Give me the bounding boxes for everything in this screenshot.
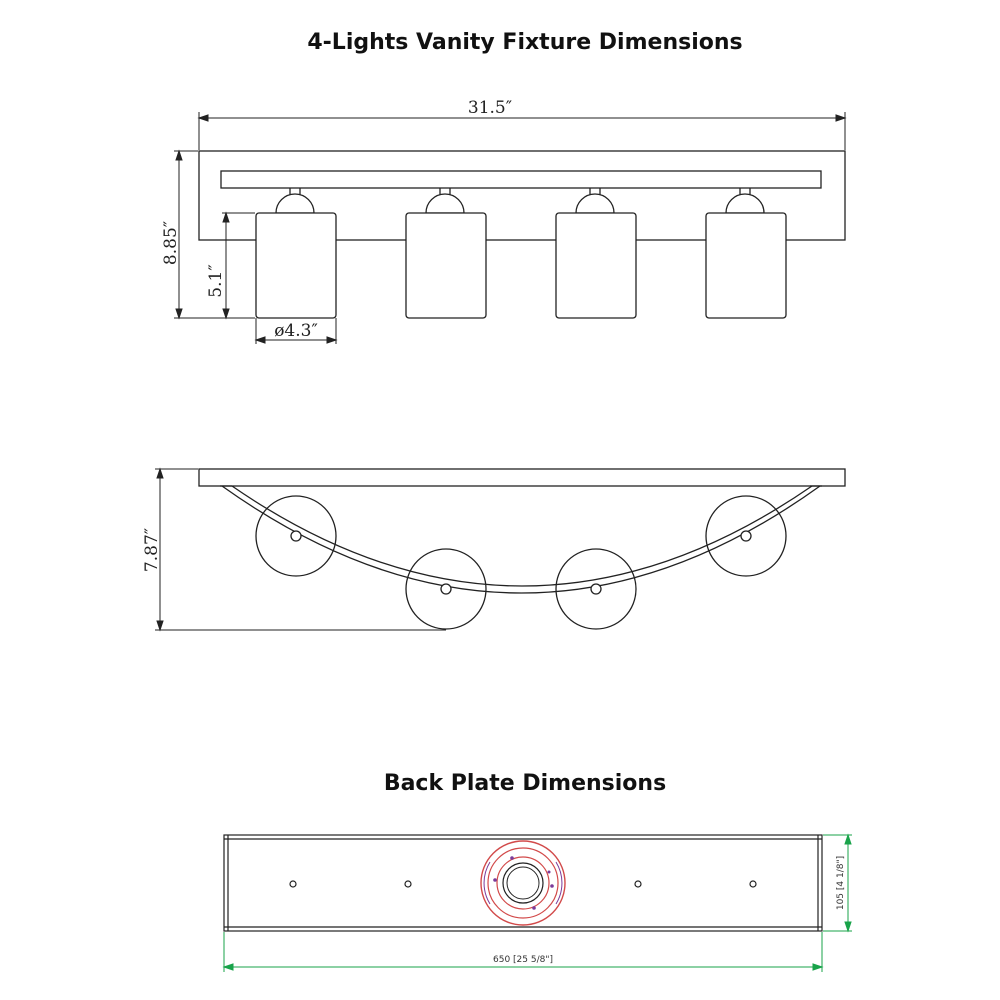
top-shade-2	[405, 548, 487, 630]
shade-height-label: 5.1″	[206, 264, 226, 297]
mount-hole-4	[749, 880, 757, 888]
front-light-1	[255, 188, 337, 319]
shade-diameter-label: ø4.3″	[274, 321, 318, 341]
canopy-bracket	[480, 840, 566, 926]
front-light-2	[405, 188, 487, 319]
back-plate-title: Back Plate Dimensions	[383, 771, 667, 796]
back-plate-green-dims	[222, 833, 852, 972]
front-light-3	[555, 188, 637, 319]
depth-label: 7.87″	[142, 528, 162, 572]
mount-hole-3	[634, 880, 642, 888]
height-label: 8.85″	[161, 221, 181, 265]
height-dimension	[174, 149, 255, 320]
top-sockets	[290, 530, 752, 595]
width-dimension	[197, 112, 847, 150]
curved-arm-outer	[221, 485, 821, 594]
shade-diameter-dimension	[254, 318, 338, 344]
back-plate-height-label: 105 [4 1/8"]	[836, 856, 846, 910]
front-light-4	[705, 188, 787, 319]
top-shade-1	[255, 495, 337, 577]
top-backplate	[198, 468, 846, 487]
curved-arm-inner	[231, 485, 813, 587]
depth-dimension	[155, 467, 446, 632]
shade-height-dimension	[222, 211, 255, 320]
top-view	[155, 467, 846, 632]
front-arm-bar	[220, 170, 822, 189]
top-shade-4	[705, 495, 787, 577]
back-plate-outline	[223, 834, 823, 932]
top-shade-3	[555, 548, 637, 630]
mount-hole-1	[289, 880, 297, 888]
back-plate-length-label: 650 [25 5/8"]	[493, 955, 553, 965]
width-label: 31.5″	[468, 98, 512, 118]
back-plate-view	[223, 834, 823, 932]
main-title: 4-Lights Vanity Fixture Dimensions	[307, 30, 743, 55]
mount-hole-2	[404, 880, 412, 888]
front-view	[174, 112, 847, 344]
